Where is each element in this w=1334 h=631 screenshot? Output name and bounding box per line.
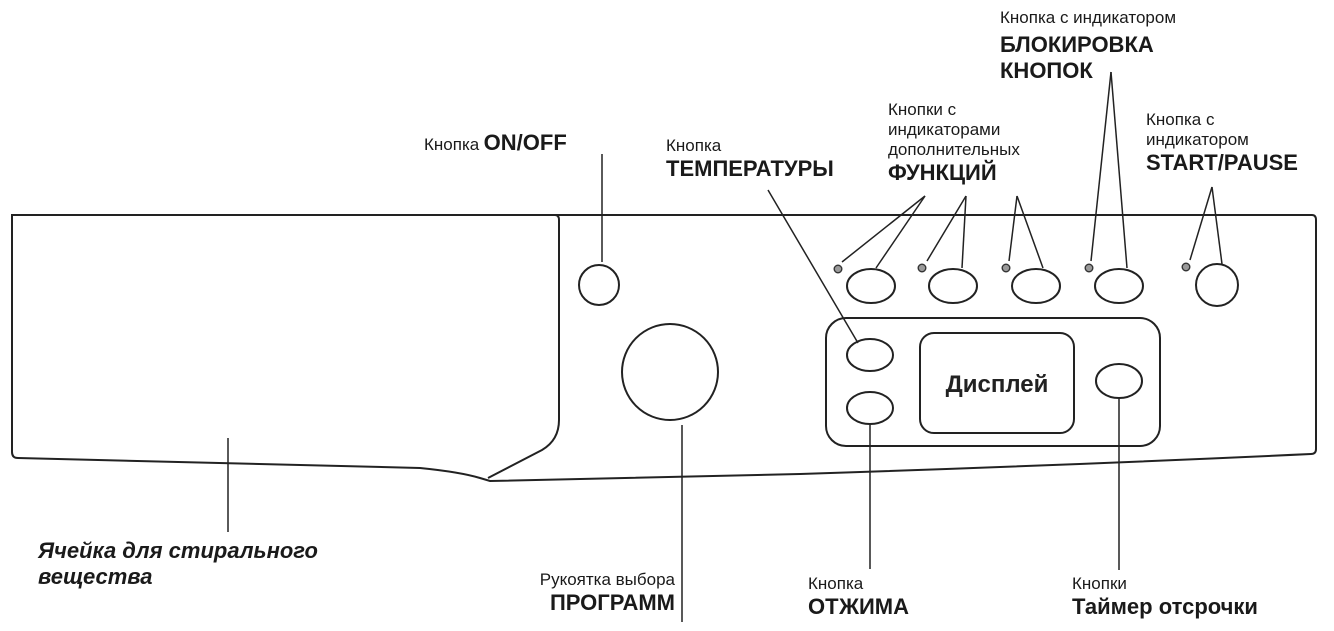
label-spin-line1: Кнопка xyxy=(808,574,864,593)
leader-lock-2 xyxy=(1110,71,1128,269)
label-program-line2: ПРОГРАММ xyxy=(549,590,675,616)
start-pause-button[interactable] xyxy=(1195,263,1239,307)
label-start-pause-line2: индикатором xyxy=(1146,130,1249,150)
label-timer-line1: Кнопки xyxy=(1072,574,1127,593)
label-lock: Кнопка с индикатором БЛОКИРОВКА КНОПОК xyxy=(1000,8,1176,84)
on-off-button[interactable] xyxy=(578,264,620,306)
leader-func-c1 xyxy=(1008,195,1018,262)
leader-start-2 xyxy=(1211,186,1223,265)
label-lock-line3: КНОПОК xyxy=(1000,58,1093,83)
label-spin: Кнопка ОТЖИМА xyxy=(808,574,909,620)
label-functions: Кнопки с индикаторами дополнительных ФУН… xyxy=(888,100,1020,186)
label-temperature-line2: ТЕМПЕРАТУРЫ xyxy=(666,156,834,182)
label-functions-line1: Кнопки с xyxy=(888,100,957,119)
display-label: Дисплей xyxy=(945,371,1049,398)
label-start-pause: Кнопка с индикатором START/PAUSE xyxy=(1146,110,1298,176)
lock-button[interactable] xyxy=(1094,268,1144,304)
indicator-led-1 xyxy=(833,264,843,274)
label-on-off: Кнопка ON/OFF xyxy=(424,130,567,156)
label-lock-line1: Кнопка с индикатором xyxy=(1000,8,1177,27)
label-program: Рукоятка выбора ПРОГРАММ xyxy=(505,570,675,616)
label-spin-line2: ОТЖИМА xyxy=(808,594,910,620)
indicator-led-3 xyxy=(1001,263,1011,273)
spin-button[interactable] xyxy=(846,391,894,425)
label-detergent: Ячейка для стирального вещества xyxy=(38,538,318,591)
label-start-pause-line3: START/PAUSE xyxy=(1146,150,1298,176)
indicator-led-5 xyxy=(1181,262,1191,272)
timer-button[interactable] xyxy=(1095,363,1143,399)
leader-func-b1 xyxy=(926,195,967,262)
label-program-line1: Рукоятка выбора xyxy=(539,570,675,589)
function-button-2[interactable] xyxy=(928,268,978,304)
label-start-pause-line1: Кнопка с xyxy=(1146,110,1215,129)
label-on-off-bold: ON/OFF xyxy=(483,130,567,155)
label-functions-line2: индикаторами xyxy=(888,120,1001,140)
label-detergent-line1: Ячейка для стирального xyxy=(38,538,318,563)
label-detergent-line2: вещества xyxy=(38,564,153,590)
display-screen xyxy=(919,332,1075,434)
leader-func-b2 xyxy=(961,195,967,269)
label-lock-line2: БЛОКИРОВКА xyxy=(1000,32,1154,58)
leader-func-a2 xyxy=(875,195,926,269)
function-button-3[interactable] xyxy=(1011,268,1061,304)
detergent-drawer-outline xyxy=(12,214,560,479)
label-temperature-line1: Кнопка xyxy=(666,136,722,155)
function-button-1[interactable] xyxy=(846,268,896,304)
label-timer-line2: Таймер отсрочки xyxy=(1072,594,1258,620)
label-on-off-prefix: Кнопка xyxy=(424,135,480,154)
label-functions-line3: дополнительных xyxy=(888,140,1020,160)
leader-func-c2 xyxy=(1016,195,1044,269)
label-temperature: Кнопка ТЕМПЕРАТУРЫ xyxy=(666,136,834,182)
leader-lock-1 xyxy=(1090,71,1112,262)
leader-temperature xyxy=(767,189,859,344)
label-functions-line4: ФУНКЦИЙ xyxy=(888,160,997,186)
indicator-led-4 xyxy=(1084,263,1094,273)
leader-func-a1 xyxy=(841,195,926,263)
temperature-button[interactable] xyxy=(846,338,894,372)
leader-start-1 xyxy=(1189,186,1213,261)
display-panel xyxy=(825,317,1161,447)
indicator-led-2 xyxy=(917,263,927,273)
panel-outline xyxy=(11,214,1317,483)
program-knob[interactable] xyxy=(621,323,719,421)
label-timer: Кнопки Таймер отсрочки xyxy=(1072,574,1258,620)
